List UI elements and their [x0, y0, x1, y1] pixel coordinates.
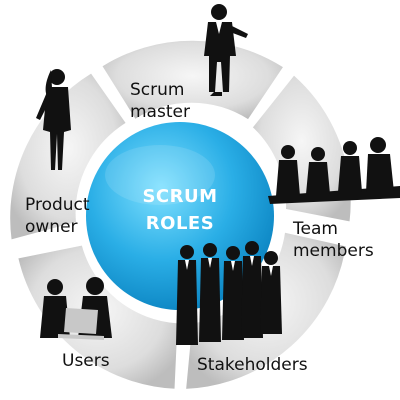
product-owner-silhouette [36, 69, 71, 170]
role-label-users: Users [62, 350, 110, 372]
role-label-stakeholders: Stakeholders [197, 354, 308, 376]
role-label-line: members [293, 241, 374, 261]
team-members-silhouette [268, 137, 400, 204]
scrum-master-shirt [216, 22, 222, 34]
role-label-line: master [130, 102, 190, 122]
role-label-line: Product [25, 195, 90, 215]
role-label-product-owner: Product owner [25, 194, 90, 238]
role-label-scrum-master: Scrum master [130, 79, 190, 123]
role-label-line: Stakeholders [197, 355, 308, 375]
role-label-line: Scrum [130, 80, 185, 100]
role-label-line: owner [25, 217, 78, 237]
ring-segment-product-owner [9, 72, 128, 241]
role-label-line: Team [293, 219, 338, 239]
laptop-icon [58, 308, 104, 340]
center-highlight [105, 145, 215, 205]
center-title-line-2: ROLES [145, 213, 215, 234]
role-label-line: Users [62, 351, 110, 371]
scrum-master-silhouette [204, 4, 248, 96]
role-label-team-members: Team members [293, 218, 374, 262]
center-title: SCRUM ROLES [110, 183, 250, 237]
stakeholders-silhouette [176, 241, 282, 345]
center-title-line-1: SCRUM [142, 186, 218, 207]
ring-segment-scrum-master [101, 39, 285, 121]
stakeholders-shirts [185, 256, 273, 276]
